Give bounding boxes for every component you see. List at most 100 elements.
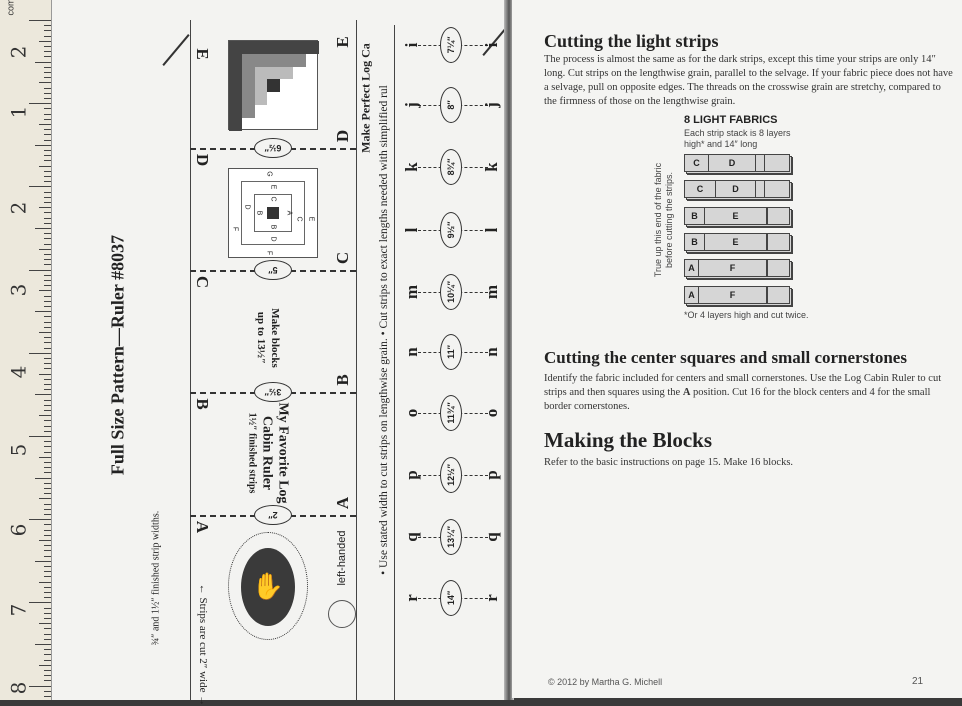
ruler-tick (44, 77, 51, 79)
ruler-tick (44, 238, 51, 240)
length-letter-left: r (402, 594, 421, 602)
footer-copyright: © 2012 by Martha G. Michell (548, 677, 663, 687)
ruler-tick (44, 233, 51, 235)
block-label: C (295, 216, 303, 222)
figure-title: 8 LIGHT FABRICS (684, 114, 778, 126)
strip-segment: F (699, 287, 767, 303)
ruler-tick (39, 373, 51, 375)
strip-segment: A (685, 287, 699, 303)
ruler-tick (29, 685, 51, 687)
side-note-line: True up this end of the fabric (653, 162, 663, 278)
ruler-tick (44, 430, 51, 432)
length-letter-left: j (402, 102, 421, 108)
ruler-tick (44, 337, 51, 339)
strip-segment (767, 234, 768, 250)
strip-column-line (394, 25, 395, 700)
make-blocks-text: Make blocks up to 13½″ (254, 308, 282, 368)
length-letter-left: l (402, 227, 421, 233)
ruler-tick (39, 165, 51, 167)
ruler-tick (44, 566, 51, 567)
section-oval: 2″ (254, 505, 292, 525)
ruler-tick (44, 321, 51, 323)
length-letter-right: p (482, 470, 501, 480)
marti-michell-logo: ✋ (228, 532, 308, 640)
log-cabin-block-diagram: A B B C C D D E E F F G (228, 168, 318, 258)
ruler-tick (44, 545, 51, 547)
cut-line (162, 34, 190, 66)
pattern-right-edge (356, 20, 357, 700)
ruler-number: 4 (6, 365, 31, 379)
ruler-tick (44, 25, 51, 27)
ruler-tick (44, 254, 51, 255)
figure-note: *Or 4 layers high and cut twice. (684, 310, 809, 320)
ruler-tick (44, 51, 51, 53)
block-label: E (269, 184, 277, 190)
ruler-tick (44, 612, 51, 614)
figure-desc-line: high* and 14″ long (684, 139, 758, 149)
ruler-tick (44, 170, 51, 172)
ruler-tick (29, 186, 51, 188)
ruler-tick (39, 498, 51, 500)
ruler-tick (29, 519, 51, 521)
section-body-making-blocks: Refer to the basic instructions on page … (544, 457, 794, 468)
section-letter-right: C (333, 251, 352, 265)
ruler-tick (39, 623, 51, 625)
ruler-tick (44, 618, 51, 619)
ruler-tick (44, 597, 51, 599)
block-center (267, 79, 280, 92)
ruler-tick (44, 196, 51, 198)
ruler-tick (39, 40, 51, 42)
length-letter-left: q (402, 532, 421, 542)
ruler-tick (39, 82, 51, 84)
strip-segment: E (705, 208, 767, 224)
section-body-center-squares: Identify the fabric included for centers… (544, 372, 956, 414)
ruler-tick (44, 358, 51, 359)
strip-segment: F (699, 260, 767, 276)
block-strip (242, 54, 306, 67)
ruler-tick (44, 404, 51, 406)
hand-heart-icon: ✋ (241, 548, 295, 626)
length-letter-left: p (402, 470, 421, 480)
ruler-tick (44, 696, 51, 697)
ruler-tick (44, 592, 51, 593)
length-letter-right: k (482, 162, 501, 172)
ruler-tick (44, 72, 51, 73)
ruler-tick (44, 462, 51, 463)
ruler-tick (39, 664, 51, 666)
log-cabin-block-dark (228, 40, 319, 131)
ruler-tick (44, 576, 51, 578)
ruler-tick (44, 326, 51, 328)
length-oval: 9½″ (440, 212, 462, 248)
make-blocks-line: up to 13½″ (255, 311, 267, 365)
ruler-tick (44, 425, 51, 427)
ruler-tick (44, 243, 51, 245)
body-bold: A (682, 387, 691, 398)
block-label: G (265, 171, 273, 177)
ruler-tick (44, 347, 51, 349)
length-oval: 13¼″ (440, 519, 462, 555)
ruler-tick (44, 108, 51, 110)
ruler-tick (44, 35, 51, 37)
ruler-tick (44, 212, 51, 214)
ruler-tick (44, 514, 51, 515)
ruler-tick (44, 488, 51, 489)
ruler-tick (39, 290, 51, 292)
strip-segment (767, 260, 768, 276)
ruler-tick (44, 98, 51, 99)
ruler-tick (35, 144, 51, 146)
ruler-tick (44, 654, 51, 656)
ruler-tick (35, 61, 51, 63)
ruler-tick (44, 670, 51, 671)
pattern-title: Full Size Pattern—Ruler #8037 (107, 234, 128, 476)
make-blocks-line: Make blocks (269, 308, 281, 368)
ruler-tick (44, 389, 51, 391)
body-text: Identify the fabric included for centers… (544, 373, 942, 398)
ruler-tick (35, 644, 51, 645)
ruler-tick (44, 555, 51, 557)
